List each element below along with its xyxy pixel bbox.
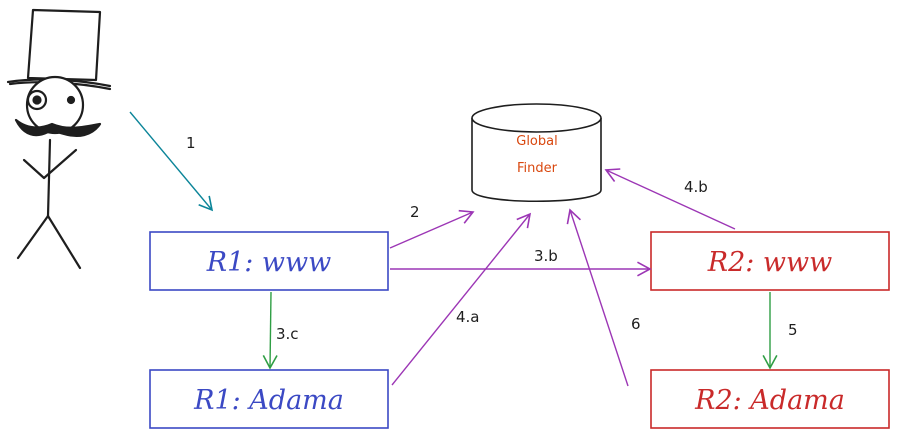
edge-label-4a: 4.a [456,308,480,326]
node-r1-adama: R1: Adama [149,369,389,429]
global-finder-database: Global Finder [471,103,602,202]
edge-r1-adama-to-finder: 4.a [391,212,532,386]
node-r1-adama-label: R1: Adama [193,385,344,416]
edge-label-3c: 3.c [276,325,299,343]
edge-label-5: 5 [788,321,798,339]
edge-r2-adama-to-finder: 6 [566,208,641,387]
edge-label-1: 1 [186,134,196,152]
edge-r1-www-to-r2-www: 3.b [390,247,652,277]
edge-r2-www-to-finder: 4.b [604,168,736,230]
node-r2-www-label: R2: www [707,247,833,278]
edge-user-to-r1-www: 1 [129,111,214,212]
node-r2-adama: R2: Adama [650,369,890,429]
edge-r1-www-to-r1-adama: 3.c [262,291,299,370]
node-r1-www: R1: www [149,231,389,291]
global-finder-label-line1: Global [516,134,557,149]
edge-label-6: 6 [631,315,641,333]
edge-label-2: 2 [410,203,420,221]
edge-label-3b: 3.b [534,247,558,265]
node-r1-www-label: R1: www [206,247,332,278]
global-finder-label-line2: Finder [517,161,558,176]
node-r2-adama-label: R2: Adama [694,385,845,416]
cylinder-database-icon [471,103,602,202]
user-stick-figure-icon [6,8,112,270]
edge-r1-www-to-finder: 2 [389,203,475,249]
node-r2-www: R2: www [650,231,890,291]
edge-r2-www-to-r2-adama: 5 [762,292,798,370]
edge-label-4b: 4.b [684,178,708,196]
